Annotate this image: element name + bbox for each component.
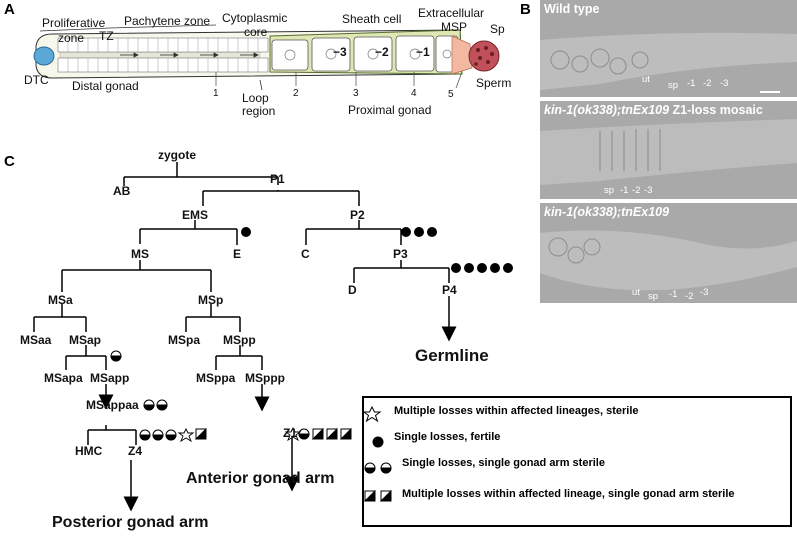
label-proliferative-zone: zone (58, 31, 85, 45)
micrograph-title: kin-1(ok338);tnEx109 Z1-loss mosaic (544, 103, 763, 117)
label-sp: Sp (490, 22, 505, 36)
node-z4: Z4 (128, 444, 143, 458)
micrograph-label-sp: sp (648, 291, 659, 302)
label-cytoplasmic: Cytoplasmic (222, 11, 288, 25)
outcome-germline: Germline (415, 346, 489, 365)
micrograph-label-3: -3 (720, 78, 729, 89)
legend-filled-text: Single losses, fertile (394, 431, 501, 443)
sheath-number: 2 (293, 88, 299, 99)
micrograph-label-sp: sp (604, 185, 615, 196)
micrograph-label-1: -1 (687, 78, 696, 89)
genotype: kin-1(ok338);tnEx109 (544, 205, 670, 219)
oocyte-label: −2 (375, 45, 389, 59)
node-p1: P1 (270, 172, 285, 186)
micrograph-title: kin-1(ok338);tnEx109 (544, 205, 669, 219)
panel-label-c: C (4, 153, 15, 170)
gonad-schematic (33, 24, 500, 91)
node-msp: MSp (198, 293, 224, 307)
node-msppp: MSppp (245, 371, 285, 385)
outcome-posterior-gonad-arm: Posterior gonad arm (52, 514, 209, 531)
legend-box: Multiple losses within affected lineages… (362, 396, 792, 527)
oocyte-label: −1 (416, 45, 430, 59)
micrograph-label-3: -3 (644, 185, 653, 196)
legend-half-text: Single losses, single gonad arm sterile (402, 457, 605, 469)
label-tz: TZ (99, 29, 114, 43)
node-p2: P2 (350, 208, 365, 222)
label-distal-gonad: Distal gonad (72, 79, 139, 93)
node-d: D (348, 283, 357, 297)
node-msppa: MSppa (196, 371, 236, 385)
node-c: C (301, 247, 310, 261)
sheath-number: 3 (353, 88, 359, 99)
node-ems: EMS (182, 208, 209, 222)
outcome-anterior-gonad-arm: Anterior gonad arm (186, 470, 335, 487)
label-dtc: DTC (24, 73, 49, 87)
label-extracellular: Extracellular (418, 6, 485, 20)
legend-star-text: Multiple losses within affected lineages… (394, 405, 639, 417)
genotype: kin-1(ok338);tnEx109 (544, 103, 670, 117)
micrograph-label-2: -2 (685, 291, 694, 302)
label-loop-region: region (242, 104, 276, 118)
node-hmc: HMC (75, 444, 103, 458)
node-ms: MS (131, 247, 149, 261)
node-e: E (233, 247, 242, 261)
label-sperm: Sperm (476, 76, 512, 90)
micrograph-label-2: -2 (703, 78, 712, 89)
title-suffix: Z1-loss mosaic (669, 103, 763, 117)
micrograph-z1-loss-mosaic: kin-1(ok338);tnEx109 Z1-loss mosaic sp -… (540, 101, 797, 199)
node-mspa: MSpa (168, 333, 201, 347)
micrograph-wild-type: Wild type ut sp -1 -2 -3 (540, 0, 797, 97)
label-msp: MSP (441, 20, 468, 34)
micrograph-label-ut: ut (642, 74, 650, 85)
oocyte-label: −3 (333, 45, 347, 59)
node-msa: MSa (48, 293, 73, 307)
micrograph-label-sp: sp (668, 80, 679, 91)
node-z1: Z1 (283, 426, 298, 440)
label-sheath-cell: Sheath cell (342, 12, 402, 26)
micrograph-kin-1: kin-1(ok338);tnEx109 ut sp -1 -2 -3 (540, 203, 797, 303)
legend-row-half: Single losses, single gonad arm sterile (364, 455, 790, 475)
sheath-number: 4 (411, 88, 417, 99)
micrograph-title: Wild type (544, 2, 600, 16)
label-proliferative: Proliferative (42, 16, 106, 30)
panel-label-b: B (520, 1, 531, 18)
legend-row-diagonal: Multiple losses within affected lineage,… (364, 486, 790, 506)
label-pachytene: Pachytene zone (124, 14, 211, 28)
node-msapp: MSapp (90, 371, 130, 385)
node-msappaa: MSappaa (86, 398, 139, 412)
label-core: core (244, 25, 268, 39)
sheath-number: 5 (448, 89, 454, 100)
panel-label-a: A (4, 1, 15, 18)
node-msaa: MSaa (20, 333, 52, 347)
node-zygote: zygote (158, 148, 197, 162)
micrograph-label-2: -2 (632, 185, 641, 196)
node-msapa: MSapa (44, 371, 83, 385)
micrograph-label-1: -1 (620, 185, 629, 196)
node-p3: P3 (393, 247, 408, 261)
label-proximal-gonad: Proximal gonad (348, 103, 432, 117)
legend-row-filled: Single losses, fertile (364, 429, 790, 449)
sheath-number: 1 (213, 88, 219, 99)
legend-diagonal-text: Multiple losses within affected lineage,… (402, 488, 735, 500)
micrograph-label-ut: ut (632, 287, 640, 298)
legend-row-star: Multiple losses within affected lineages… (364, 403, 790, 423)
micrograph-label-3: -3 (700, 287, 709, 298)
node-msap: MSap (69, 333, 102, 347)
label-loop: Loop (242, 91, 269, 105)
node-ab: AB (113, 184, 131, 198)
node-p4: P4 (442, 283, 457, 297)
node-mspp: MSpp (223, 333, 256, 347)
micrograph-label-1: -1 (669, 289, 678, 300)
